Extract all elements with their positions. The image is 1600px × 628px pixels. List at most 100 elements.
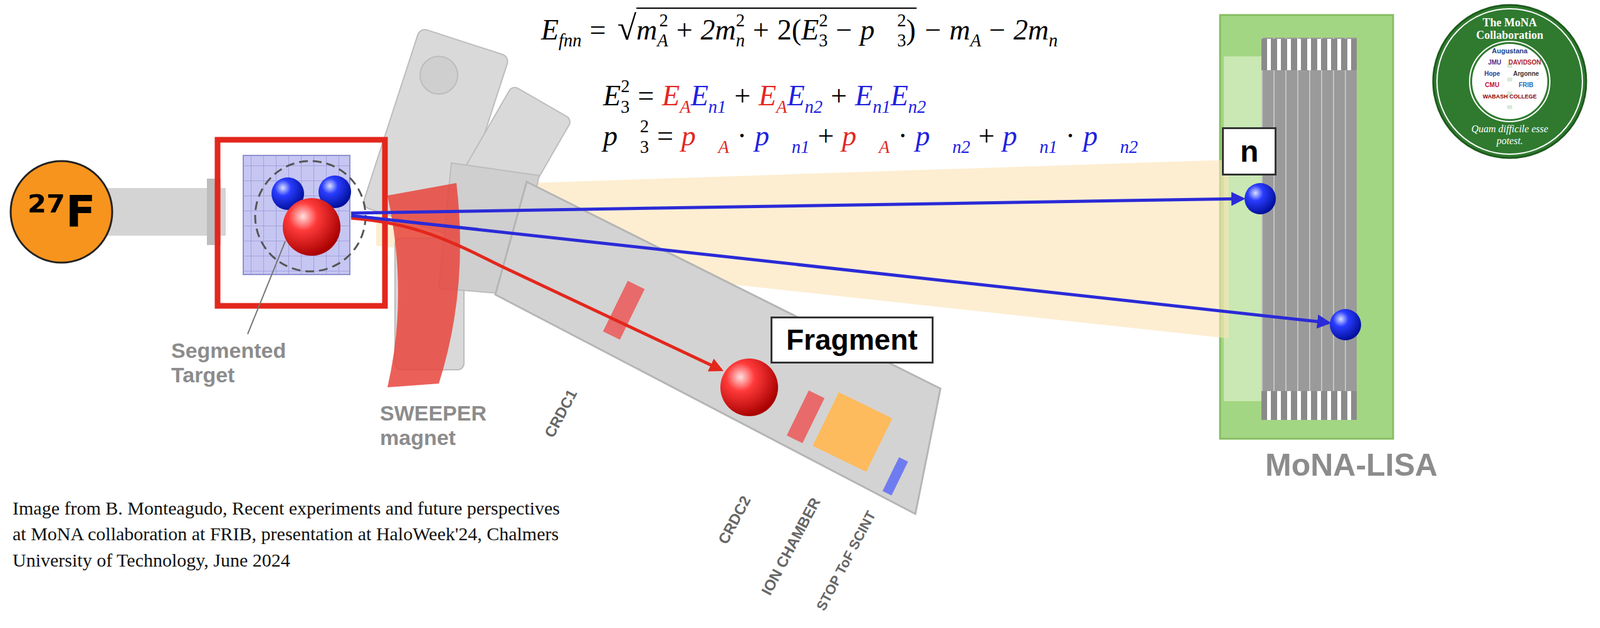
equation-term: p⃗ xyxy=(1002,119,1040,152)
equation-term: = xyxy=(637,79,654,112)
equation-term: A xyxy=(657,30,668,51)
equation-line: Efnn=√mA2+2mn2+2(E32−p⃗32)−mA−2mn xyxy=(541,6,1058,53)
equation-term: n1 xyxy=(1039,137,1058,157)
image-credit: Image from B. Monteagudo, Recent experim… xyxy=(12,495,565,574)
fragment xyxy=(720,358,779,417)
equation-term: m xyxy=(636,13,658,46)
logo-text: FRIB xyxy=(1518,81,1533,90)
equation-line: E32=EAEn1+EAEn2+En1En2 xyxy=(603,75,927,118)
equation-term: n xyxy=(736,30,745,51)
equation-term: A xyxy=(878,137,890,157)
neutron-cone xyxy=(376,159,1229,339)
equation-term: E xyxy=(541,13,559,46)
equation-term: · xyxy=(737,119,747,152)
equation-term: + xyxy=(734,79,751,112)
equation-term: n1 xyxy=(791,137,811,157)
logo-text: Argonne xyxy=(1512,70,1539,78)
part-label: MoNA-LISA xyxy=(1265,446,1438,485)
equation-term: n xyxy=(1048,30,1058,51)
detector-label: CRDC2 xyxy=(714,493,755,548)
node-text: ²⁷F xyxy=(26,189,96,234)
equation-term: 3 xyxy=(620,97,630,117)
equation-term: − xyxy=(989,13,1006,46)
equation-term: p⃗ xyxy=(842,119,879,152)
equation-term: A xyxy=(776,97,787,117)
equation-term: 2 xyxy=(640,116,649,137)
equation-term: n1 xyxy=(872,97,891,117)
equation-term: + xyxy=(752,13,770,46)
equation-term: ) xyxy=(905,13,916,46)
equation-term: E xyxy=(801,13,819,46)
equation-term: 2 xyxy=(736,10,745,31)
leader-line xyxy=(247,241,286,335)
equation-term: p⃗ xyxy=(915,119,953,152)
neutron xyxy=(1329,309,1362,341)
equation-term: n2 xyxy=(805,97,824,117)
equation-term: + xyxy=(817,119,834,152)
target-frame xyxy=(217,139,385,306)
equation-term: + xyxy=(830,79,848,112)
equation-term: E xyxy=(786,79,805,112)
detector-label: STOP ToF SCINT xyxy=(813,508,880,614)
equation-term: = xyxy=(657,119,674,152)
part-label: SWEEPER magnet xyxy=(379,401,518,451)
equation-term: p⃗ xyxy=(681,119,719,152)
equation-line: p⃗32=p⃗A·p⃗n1+p⃗A·p⃗n2+p⃗n1·p⃗n2 xyxy=(603,115,1138,158)
equation-term: A xyxy=(679,97,691,117)
equation-term: A xyxy=(718,137,730,157)
fragment-trajectory xyxy=(351,218,722,370)
equation-term: p⃗ xyxy=(1083,119,1121,152)
neutron-trajectory xyxy=(351,215,1329,323)
node-text: Fragment xyxy=(786,323,918,357)
equation-term: √ xyxy=(617,8,637,48)
equation-term: E xyxy=(662,79,680,112)
equation-term: E xyxy=(890,79,908,112)
equation-term: fnn xyxy=(558,30,582,51)
equation-term: 2m xyxy=(1013,13,1049,46)
equation-term: A xyxy=(969,30,981,51)
node-text: Quam difficile esse potest. xyxy=(1462,122,1557,147)
equation-term: · xyxy=(897,119,908,152)
equation-term: 2m xyxy=(700,13,736,46)
equation-term: = xyxy=(589,13,606,46)
equation-term: − xyxy=(835,13,853,46)
equation-term: · xyxy=(1065,119,1076,152)
radical-bar: mA2+2mn2+2(E32−p⃗32) xyxy=(636,7,917,53)
equation-term: n1 xyxy=(708,97,727,117)
node-text: n xyxy=(1240,134,1259,169)
equation-term: E xyxy=(690,79,709,112)
neutron-trajectory xyxy=(351,198,1243,214)
equation-term: 3 xyxy=(640,137,649,157)
logo-text: Augustana xyxy=(1492,47,1528,56)
neutron xyxy=(1244,183,1276,215)
collaboration-logo: The MoNA CollaborationQuam difficile ess… xyxy=(1431,3,1588,160)
equation-term: 2( xyxy=(777,13,802,46)
logo-text: JMU xyxy=(1487,58,1501,67)
equation-term: n2 xyxy=(1119,137,1138,157)
equation-term: 3 xyxy=(818,30,828,51)
segmented-target xyxy=(243,155,366,275)
logo-text: DAVIDSON xyxy=(1508,58,1542,67)
equation-term: p⃗ xyxy=(860,13,898,46)
beam-pipe xyxy=(100,178,226,246)
logo-text: Hope xyxy=(1484,70,1501,78)
equation-term: 2 xyxy=(658,10,668,31)
equation-term: 2 xyxy=(818,10,828,31)
node-text: The MoNA Collaboration xyxy=(1462,16,1557,42)
neutron-label-box: n xyxy=(1221,127,1277,176)
focal-plane-chamber xyxy=(495,181,941,515)
equation-term: p⃗ xyxy=(603,119,641,152)
equation-term: m xyxy=(949,13,970,46)
logo-text: WABASH COLLEGE xyxy=(1482,93,1537,101)
equation-term: E xyxy=(603,79,621,112)
fragment-label-box: Fragment xyxy=(770,316,934,364)
equation-term: + xyxy=(676,13,693,46)
part-label: Segmented Target xyxy=(171,338,316,388)
detector-label: ION CHAMBER xyxy=(757,494,825,599)
equation-term: 3 xyxy=(897,30,906,51)
equation-term: E xyxy=(855,79,873,112)
equation-term: 2 xyxy=(620,76,630,96)
detector-label: CRDC1 xyxy=(541,386,582,442)
equation-term: − xyxy=(924,13,942,46)
nucleus-node: ²⁷F xyxy=(8,159,115,265)
